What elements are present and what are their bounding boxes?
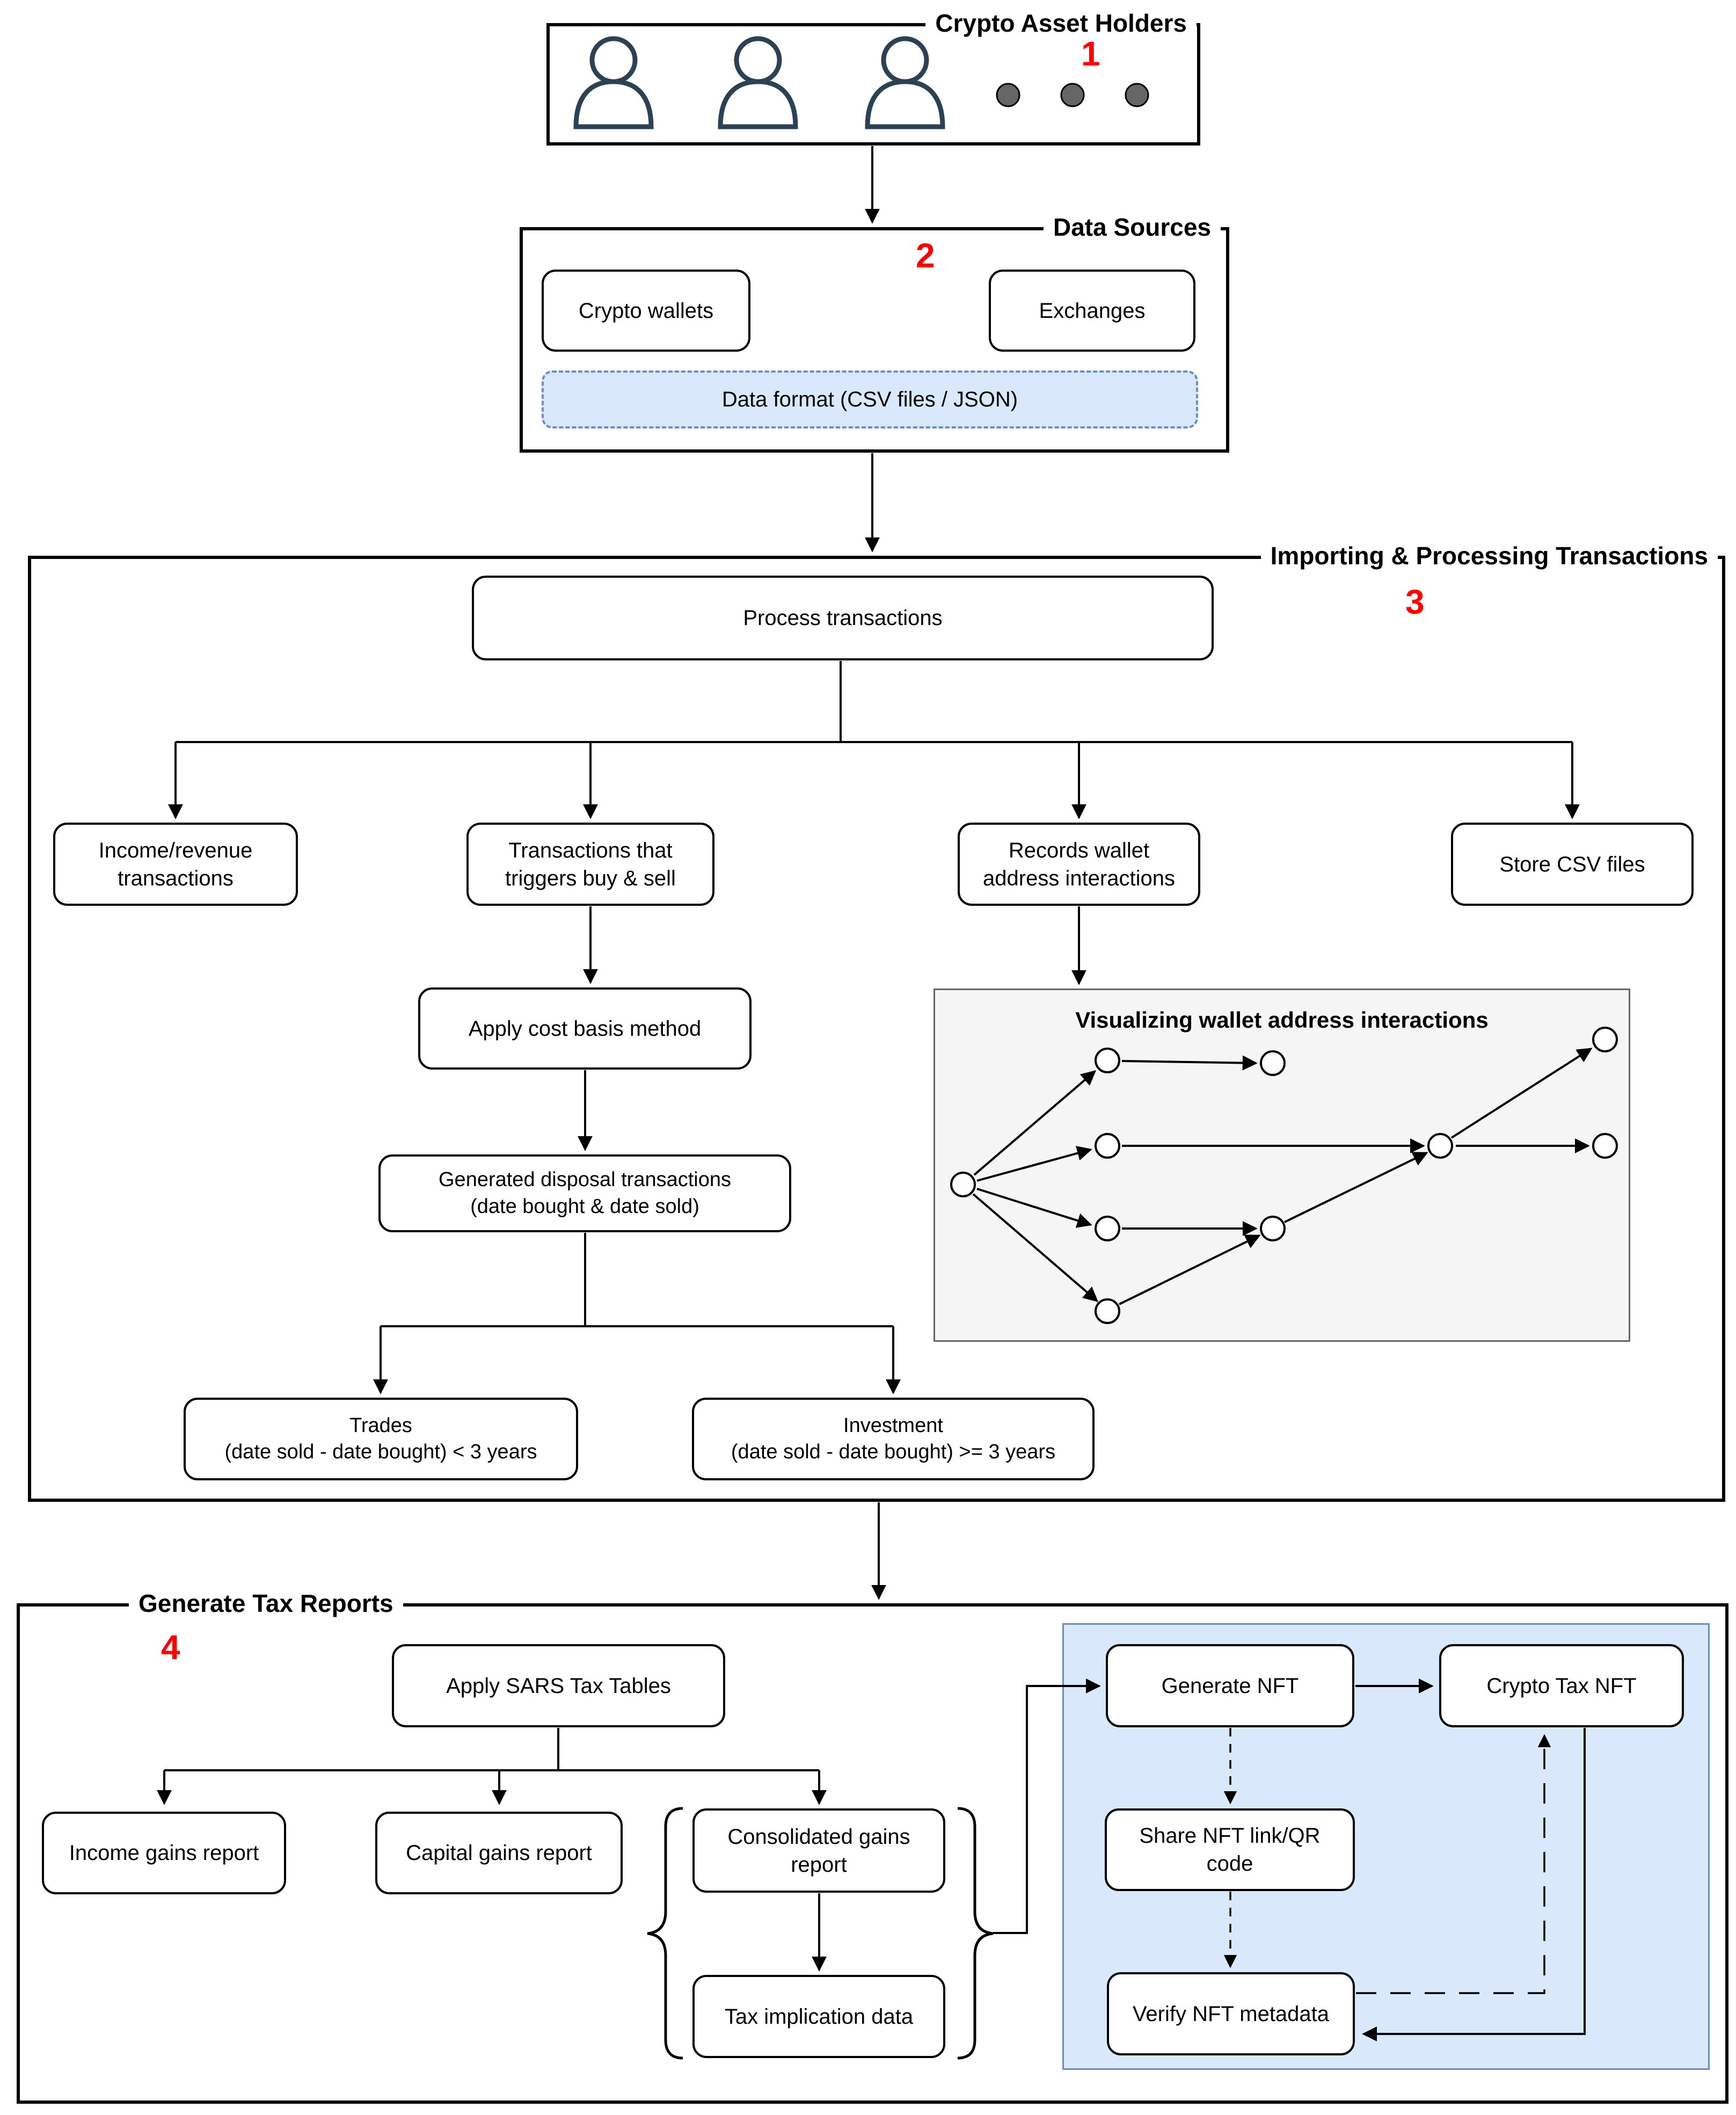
step-number-4: 4 [161, 1628, 180, 1667]
node-data-format: Data format (CSV files / JSON) [542, 370, 1198, 428]
group-crypto-asset-holders [546, 23, 1200, 146]
node-records-wallet: Records wallet address interactions [958, 823, 1200, 906]
node-investment: Investment (date sold - date bought) >= … [692, 1398, 1095, 1480]
node-capital-gains: Capital gains report [375, 1812, 623, 1894]
node-income-revenue: Income/revenue transactions [53, 823, 298, 906]
node-crypto-wallets: Crypto wallets [542, 270, 750, 352]
crypto-holders-icons [573, 36, 1149, 129]
person-icon [573, 36, 654, 129]
ellipsis-icon [996, 83, 1149, 107]
group-generate-tax-reports [17, 1603, 1728, 2104]
ellipsis-dot-icon [1125, 83, 1149, 107]
ellipsis-dot-icon [1060, 83, 1085, 107]
node-store-csv: Store CSV files [1451, 823, 1694, 906]
node-generated-disposal: Generated disposal transactions (date bo… [378, 1154, 791, 1232]
panel-wallet-visualization: Visualizing wallet address interactions [933, 989, 1630, 1342]
person-icon [865, 36, 945, 129]
node-transactions-trigger: Transactions that triggers buy & sell [466, 823, 714, 906]
group-importing-processing [28, 556, 1725, 1502]
ellipsis-dot-icon [996, 83, 1020, 107]
node-verify-nft: Verify NFT metadata [1107, 1972, 1355, 2055]
node-process-transactions: Process transactions [472, 576, 1214, 660]
node-tax-implication: Tax implication data [692, 1975, 945, 2058]
group-data-sources [520, 227, 1229, 453]
node-generate-nft: Generate NFT [1106, 1644, 1354, 1727]
node-apply-cost-basis: Apply cost basis method [418, 987, 752, 1070]
node-share-nft: Share NFT link/QR code [1105, 1808, 1355, 1891]
wallet-visualization-title: Visualizing wallet address interactions [1075, 1007, 1489, 1033]
step-number-1: 1 [1081, 34, 1100, 73]
node-exchanges: Exchanges [989, 270, 1195, 352]
node-consolidated-gains: Consolidated gains report [692, 1808, 945, 1893]
group-label-generate-tax-reports: Generate Tax Reports [129, 1589, 403, 1617]
node-trades: Trades (date sold - date bought) < 3 yea… [184, 1398, 578, 1480]
group-label-crypto-asset-holders: Crypto Asset Holders [925, 9, 1197, 37]
node-income-gains: Income gains report [42, 1812, 286, 1894]
person-icon [718, 36, 798, 129]
step-number-3: 3 [1405, 583, 1425, 621]
step-number-2: 2 [916, 236, 935, 275]
node-crypto-tax-nft: Crypto Tax NFT [1439, 1644, 1684, 1727]
group-label-data-sources: Data Sources [1043, 213, 1221, 241]
group-label-importing-processing: Importing & Processing Transactions [1260, 542, 1718, 570]
node-apply-sars: Apply SARS Tax Tables [392, 1644, 725, 1727]
